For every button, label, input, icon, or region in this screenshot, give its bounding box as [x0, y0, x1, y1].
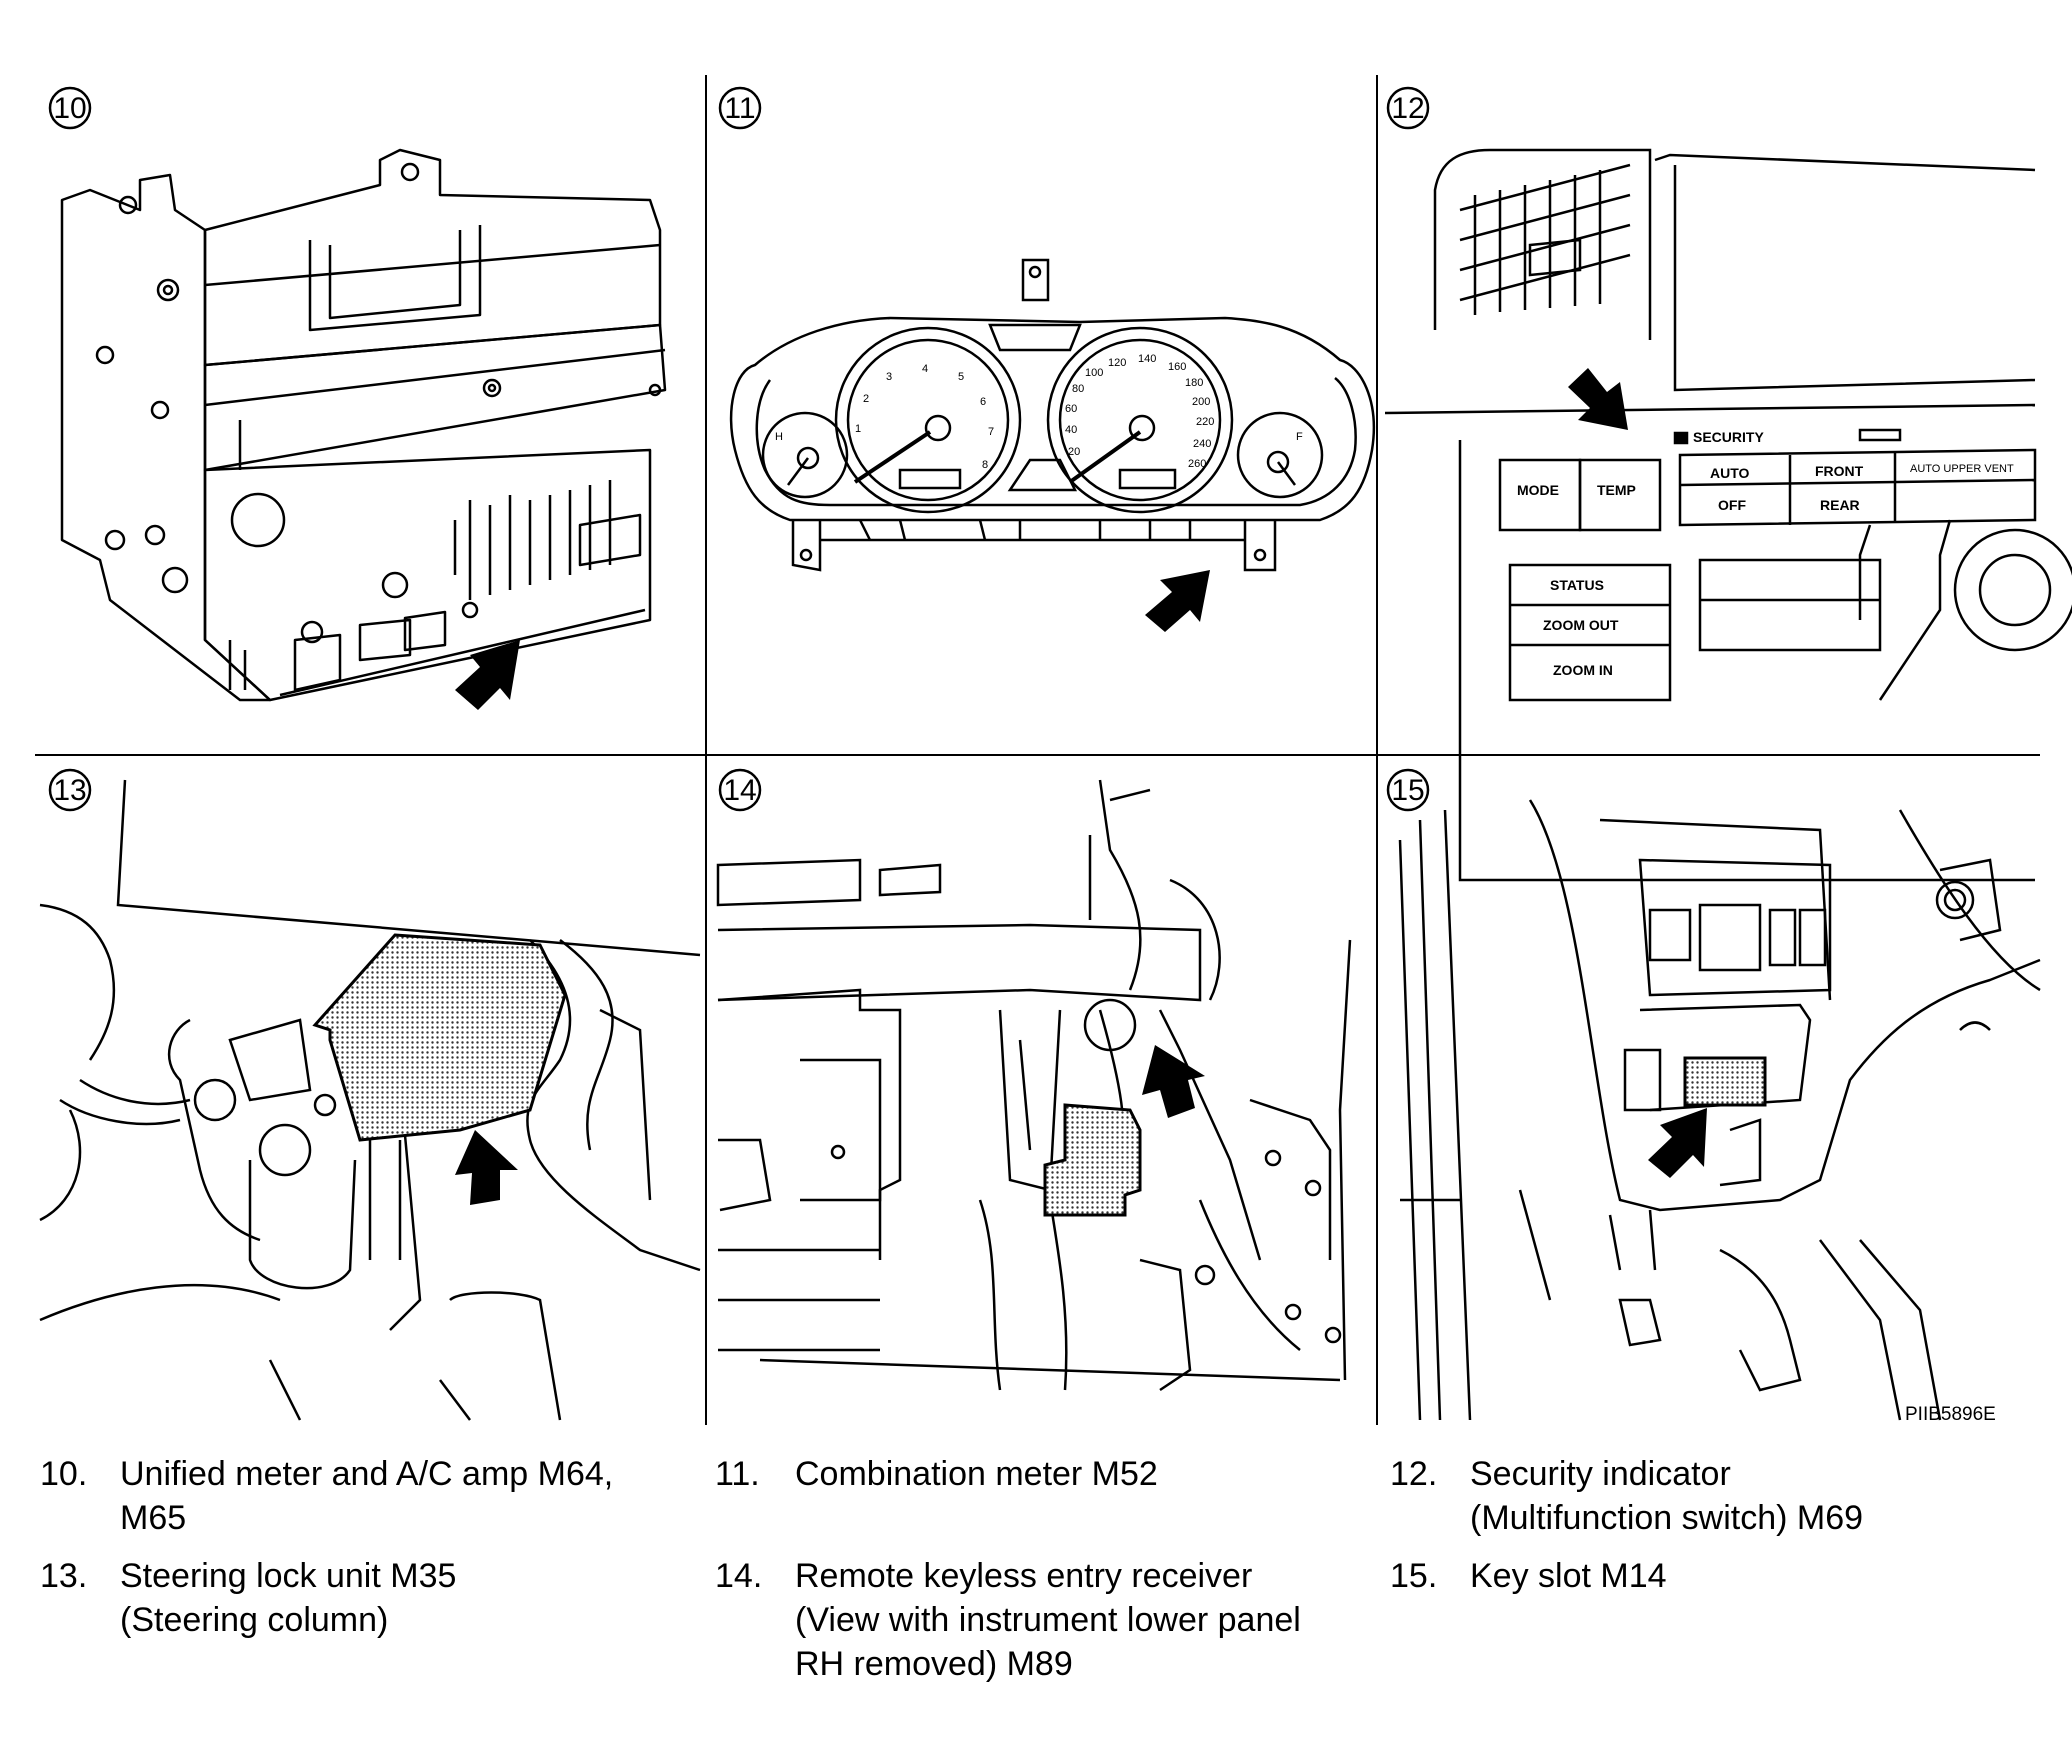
caption-13: 13. Steering lock unit M35 (Steering col… [40, 1554, 680, 1644]
svg-text:1: 1 [855, 423, 861, 435]
figure-code: PIIB5896E [1905, 1404, 1996, 1425]
front-button-label: FRONT [1815, 463, 1864, 479]
caption-text: Remote keyless entry receiver (View with… [795, 1557, 1301, 1683]
caption-text: Security indicator (Multifunction switch… [1470, 1455, 1864, 1537]
svg-text:180: 180 [1185, 377, 1203, 389]
multifunction-switch-labels: SECURITY MODE TEMP AUTO OFF FRONT REAR A… [1517, 429, 2014, 678]
svg-text:80: 80 [1072, 383, 1084, 395]
svg-text:8: 8 [982, 459, 988, 471]
upper-vent-button-label: AUTO UPPER VENT [1910, 463, 2014, 475]
caption-10: 10. Unified meter and A/C amp M64, M65 [40, 1452, 680, 1542]
caption-text: Key slot M14 [1470, 1557, 1667, 1595]
zoom-out-button-label: ZOOM OUT [1543, 617, 1619, 633]
zoom-in-button-label: ZOOM IN [1553, 662, 1613, 678]
temperature-hot-label: H [775, 431, 783, 443]
locator-arrow-13 [455, 1130, 518, 1205]
svg-text:100: 100 [1085, 367, 1103, 379]
svg-text:7: 7 [988, 426, 994, 438]
svg-text:260: 260 [1188, 458, 1206, 470]
auto-button-label: AUTO [1710, 465, 1750, 481]
caption-11: 11. Combination meter M52 [715, 1452, 1355, 1502]
caption-number: 11. [715, 1455, 760, 1493]
svg-text:13: 13 [53, 774, 86, 807]
svg-text:12: 12 [1391, 92, 1424, 125]
svg-text:240: 240 [1193, 438, 1211, 450]
caption-number: 12. [1390, 1455, 1438, 1493]
panel-number-10: 10 [48, 86, 92, 130]
svg-text:40: 40 [1065, 424, 1077, 436]
tachometer-tick-labels: 1 2 3 4 5 6 7 8 [855, 363, 994, 471]
panel-number-11: 11 [718, 86, 762, 130]
unified-meter-ac-amp-illustration [60, 148, 667, 702]
svg-text:3: 3 [886, 371, 892, 383]
caption-number: 15. [1390, 1557, 1438, 1595]
svg-text:120: 120 [1108, 357, 1126, 369]
key-slot-illustration [1398, 799, 2041, 1421]
svg-text:20: 20 [1068, 446, 1080, 458]
key-slot-highlight [1683, 1056, 1767, 1107]
locator-arrow-11 [1145, 570, 1210, 632]
locator-arrow-14 [1142, 1045, 1205, 1118]
svg-text:4: 4 [922, 363, 928, 375]
caption-number: 13. [40, 1557, 88, 1595]
svg-text:14: 14 [723, 774, 756, 807]
svg-text:160: 160 [1168, 361, 1186, 373]
panel-number-12: 12 [1386, 86, 1430, 130]
locator-arrow-12 [1568, 368, 1628, 430]
svg-text:11: 11 [724, 92, 755, 125]
svg-text:2: 2 [863, 393, 869, 405]
svg-text:6: 6 [980, 396, 986, 408]
rear-button-label: REAR [1820, 497, 1860, 513]
caption-number: 10. [40, 1455, 88, 1493]
multifunction-switch-illustration [1384, 148, 2072, 882]
caption-number: 14. [715, 1557, 763, 1595]
svg-text:220: 220 [1196, 416, 1214, 428]
temp-button-label: TEMP [1597, 482, 1636, 498]
panel-number-14: 14 [718, 768, 762, 812]
locator-arrow-15 [1648, 1108, 1707, 1178]
svg-text:10: 10 [53, 92, 86, 125]
svg-text:15: 15 [1391, 774, 1424, 807]
caption-text: Unified meter and A/C amp M64, M65 [120, 1455, 614, 1537]
caption-text: Combination meter M52 [795, 1455, 1158, 1493]
panel-number-13: 13 [48, 768, 92, 812]
security-indicator-label: SECURITY [1693, 429, 1764, 445]
mode-button-label: MODE [1517, 482, 1559, 498]
off-button-label: OFF [1718, 497, 1746, 513]
caption-text: Steering lock unit M35 (Steering column) [120, 1557, 457, 1639]
speedometer-tick-labels: 20 40 60 80 100 120 140 160 180 200 220 … [1065, 353, 1214, 470]
svg-text:5: 5 [958, 371, 964, 383]
svg-text:140: 140 [1138, 353, 1156, 365]
caption-12: 12. Security indicator (Multifunction sw… [1390, 1452, 2030, 1542]
panel-grid [35, 75, 2040, 1425]
keyless-receiver-highlight [1043, 1103, 1142, 1217]
caption-15: 15. Key slot M14 [1390, 1554, 2030, 1604]
status-button-label: STATUS [1550, 577, 1604, 593]
remote-keyless-entry-receiver-illustration [716, 779, 1352, 1392]
steering-lock-unit-highlight [312, 933, 567, 1142]
svg-text:60: 60 [1065, 403, 1077, 415]
combination-meter-illustration [729, 258, 1376, 572]
locator-arrow-10 [455, 640, 520, 710]
fuel-full-label: F [1296, 431, 1303, 443]
svg-text:200: 200 [1192, 396, 1210, 408]
panel-number-15: 15 [1386, 768, 1430, 812]
caption-14: 14. Remote keyless entry receiver (View … [715, 1554, 1355, 1689]
